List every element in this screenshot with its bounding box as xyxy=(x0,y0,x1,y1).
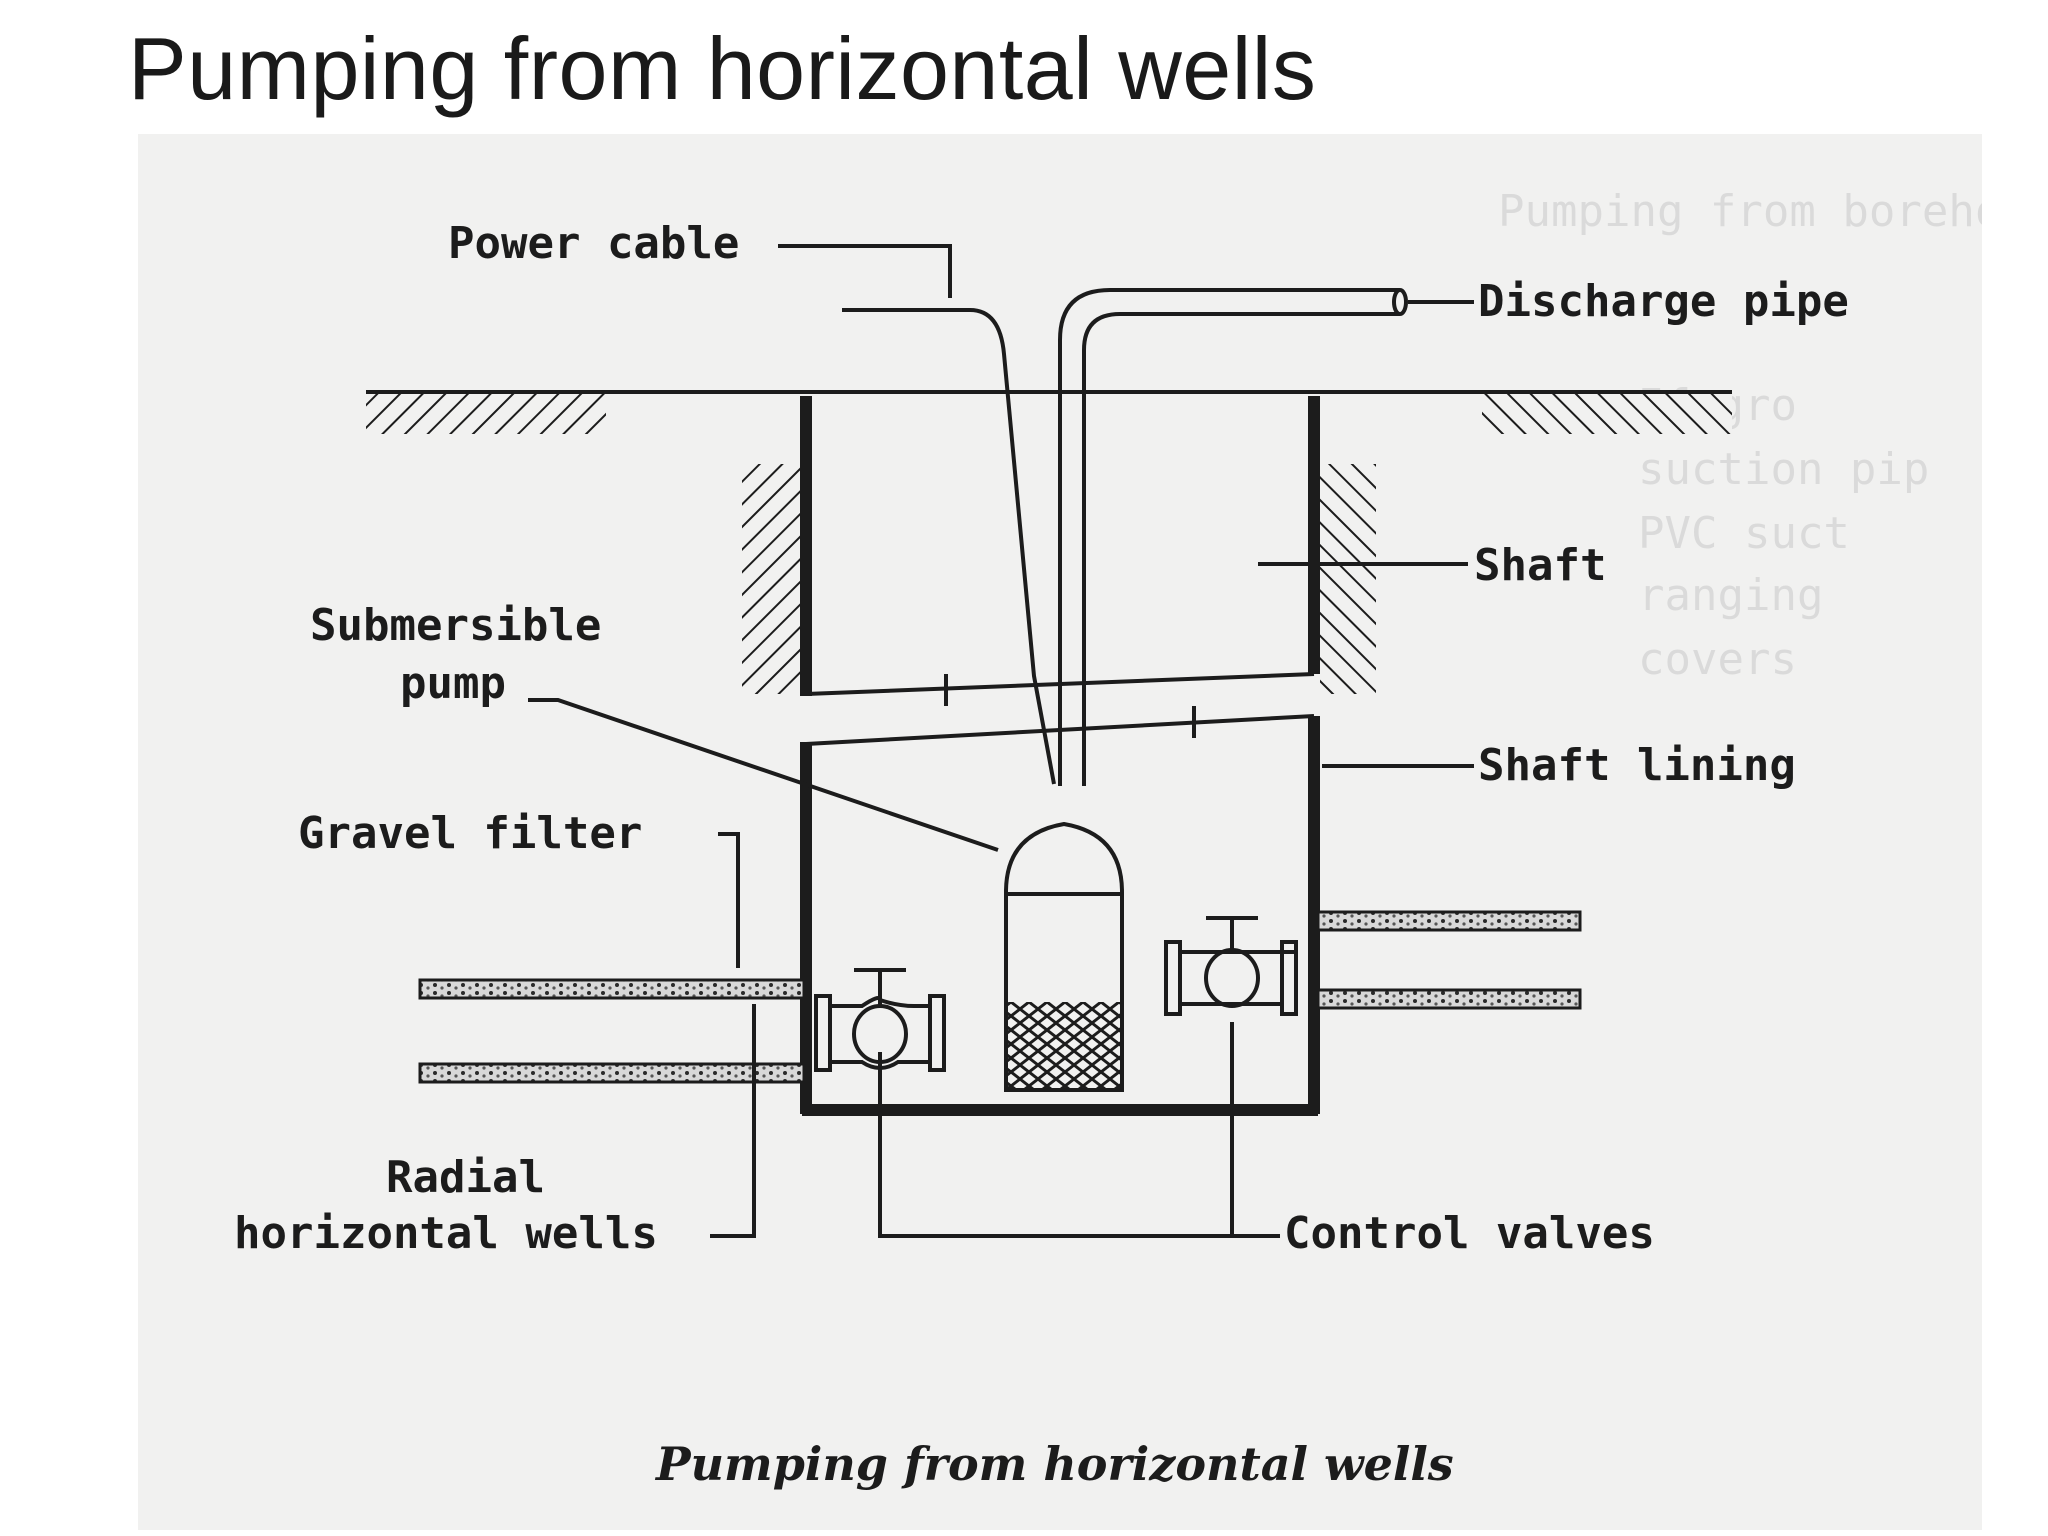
well-diagram: Pumping from boreholes If gro suction pi… xyxy=(234,186,1982,1491)
pump-intake-screen xyxy=(1008,1002,1120,1088)
radial-well-right-upper xyxy=(1316,910,1582,932)
discharge-pipe-inner xyxy=(1082,312,1400,786)
label-control-valves: Control valves xyxy=(1284,1208,1655,1259)
label-submersible-line1: Submersible xyxy=(310,600,601,651)
soil-hatch-right xyxy=(1482,394,1732,434)
radial-well-left-lower xyxy=(418,1062,806,1084)
soil-hatch-shaft-right xyxy=(1320,464,1376,694)
label-radial-wells-line1: Radial xyxy=(386,1152,545,1203)
slide-title: Pumping from horizontal wells xyxy=(128,19,1317,118)
label-shaft-lining: Shaft lining xyxy=(1478,740,1796,791)
label-power-cable: Power cable xyxy=(448,218,739,269)
discharge-pipe-end xyxy=(1392,288,1408,316)
label-gravel-filter: Gravel filter xyxy=(298,808,642,859)
leader-control-valves xyxy=(878,1022,1234,1238)
svg-text:Pumping from boreholes: Pumping from boreholes xyxy=(1498,186,1982,237)
leader-submersible-pump xyxy=(528,698,999,852)
leader-gravel-filter xyxy=(718,832,740,968)
svg-text:suction pip: suction pip xyxy=(1638,444,1929,495)
leader-power-cable xyxy=(778,244,952,298)
control-valve-right xyxy=(1164,916,1298,1016)
label-shaft: Shaft xyxy=(1474,540,1606,591)
figure-caption: Pumping from horizontal wells xyxy=(654,1437,1454,1491)
soil-hatch-shaft-left xyxy=(742,464,800,694)
submersible-pump-body xyxy=(1004,821,1124,1092)
radial-well-left-upper xyxy=(418,978,806,1000)
svg-text:covers: covers xyxy=(1638,634,1797,685)
svg-text:PVC suct: PVC suct xyxy=(1638,508,1850,559)
radial-well-right-lower xyxy=(1316,988,1582,1010)
label-discharge-pipe: Discharge pipe xyxy=(1478,276,1849,327)
label-radial-wells-line2: horizontal wells xyxy=(234,1208,658,1259)
label-submersible-line2: pump xyxy=(400,658,506,709)
discharge-pipe xyxy=(1058,288,1400,786)
svg-text:ranging: ranging xyxy=(1638,570,1823,621)
power-cable xyxy=(842,308,1056,785)
leader-radial-wells xyxy=(710,1004,756,1238)
bleed-through-text: Pumping from boreholes If gro suction pi… xyxy=(1498,186,1982,685)
soil-hatch-left xyxy=(366,394,606,434)
diagram-figure: Pumping from boreholes If gro suction pi… xyxy=(138,134,1982,1530)
